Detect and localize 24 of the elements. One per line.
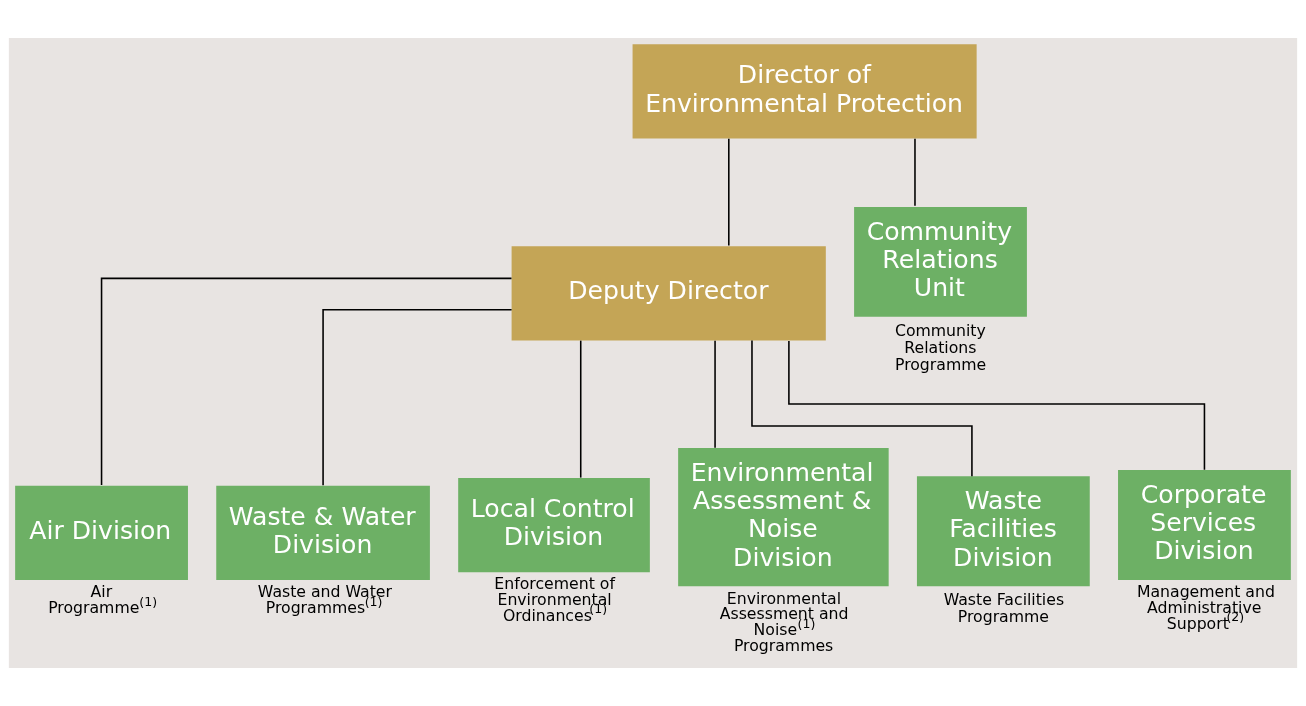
connector bbox=[914, 137, 916, 207]
node-box: Local Control Division bbox=[458, 477, 650, 573]
node-label: Air Programme$^{(1)}$ bbox=[48, 582, 158, 618]
node-box: Waste & Water Division bbox=[216, 485, 430, 580]
node-box: Director of Environmental Protection bbox=[632, 44, 977, 139]
node-label: Management and Administrative Support$^{(2)}$ bbox=[1136, 582, 1275, 633]
node-box: Deputy Director bbox=[511, 246, 826, 341]
node-label: Waste Facilities Programme bbox=[943, 590, 1065, 627]
node-box: Environmental Assessment & Noise Division bbox=[678, 448, 889, 587]
node-label: Enforcement of Environmental Ordinances$^{(1)}$ bbox=[494, 574, 615, 625]
node-box: Waste Facilities Division bbox=[916, 476, 1090, 587]
node-box: Community Relations Unit bbox=[854, 206, 1027, 317]
node-label: Environmental Assessment and Noise$^{(1)}$ Programmes bbox=[719, 588, 849, 655]
connector bbox=[579, 339, 582, 479]
connector bbox=[728, 137, 730, 247]
node-label: Waste and Water Programmes$^{(1)}$ bbox=[257, 582, 392, 618]
connector bbox=[788, 340, 1206, 471]
connector bbox=[751, 339, 973, 477]
connector bbox=[322, 309, 513, 487]
connector bbox=[714, 339, 716, 449]
node-box: Air Division bbox=[15, 485, 188, 580]
connector bbox=[100, 277, 513, 486]
node-box: Corporate Services Division bbox=[1118, 470, 1291, 580]
node-label: Community Relations Programme bbox=[894, 320, 987, 375]
